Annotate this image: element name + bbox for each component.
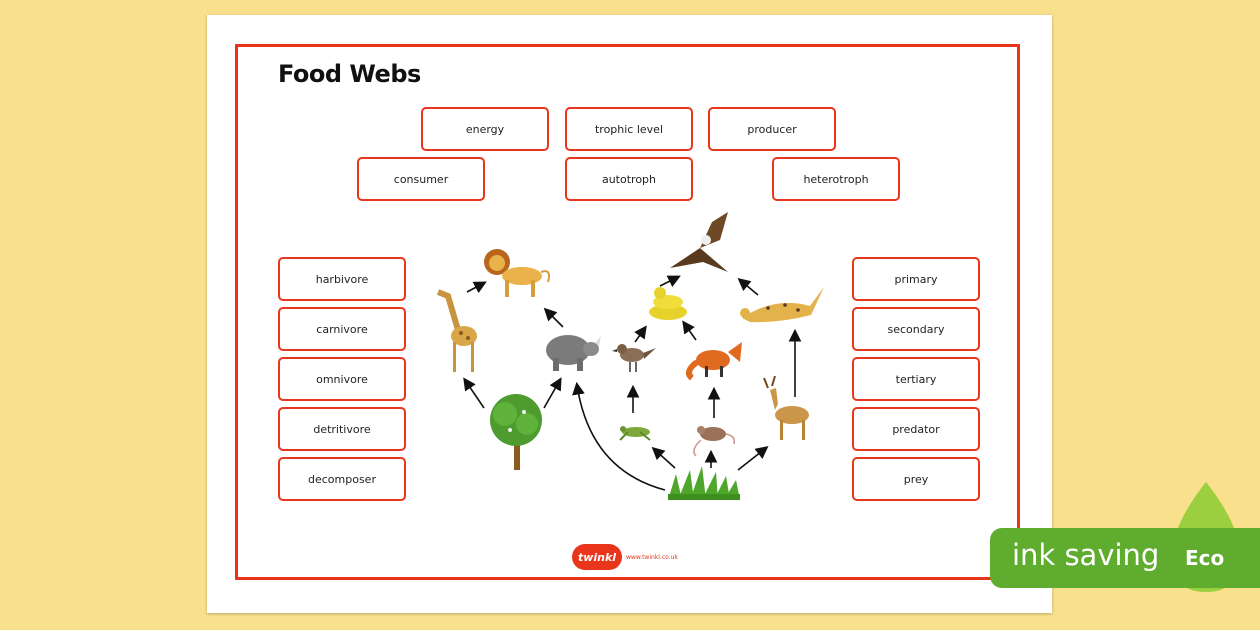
eagle-icon [670, 212, 728, 272]
logo-badge: twinkl [572, 544, 622, 570]
lion-icon [484, 249, 551, 297]
fox-icon [685, 342, 742, 381]
snake-icon [649, 287, 687, 320]
card-secondary: secondary [852, 307, 980, 351]
card-prey: prey [852, 457, 980, 501]
card-predator: predator [852, 407, 980, 451]
logo-url: www.twinkl.co.uk [626, 553, 678, 561]
page-title: Food Webs [278, 60, 421, 88]
giraffe-icon [436, 289, 477, 372]
card-tertiary: tertiary [852, 357, 980, 401]
card-heterotroph: heterotroph [772, 157, 900, 201]
rhino-icon [546, 335, 601, 371]
cheetah-icon [740, 287, 824, 323]
ink-saving-banner [990, 528, 1260, 588]
eco-label: Eco [1185, 546, 1225, 570]
worksheet-border [235, 44, 1020, 580]
bird-icon [612, 344, 656, 372]
food-web-arrows [463, 275, 802, 491]
tree-icon [490, 394, 542, 470]
mouse-icon [693, 426, 736, 457]
card-consumer: consumer [357, 157, 485, 201]
card-energy: energy [421, 107, 549, 151]
ink-saving-label: ink saving [1012, 538, 1160, 572]
card-primary: primary [852, 257, 980, 301]
deer-icon [763, 375, 809, 440]
card-decomposer: decomposer [278, 457, 406, 501]
card-autotroph: autotroph [565, 157, 693, 201]
twinkl-logo: twinkl www.twinkl.co.uk [572, 543, 678, 571]
grasshopper-icon [619, 426, 651, 441]
grass-icon [668, 466, 740, 500]
card-omnivore: omnivore [278, 357, 406, 401]
card-herbivore: harbivore [278, 257, 406, 301]
card-carnivore: carnivore [278, 307, 406, 351]
card-producer: producer [708, 107, 836, 151]
card-detritivore: detritivore [278, 407, 406, 451]
card-trophic-level: trophic level [565, 107, 693, 151]
